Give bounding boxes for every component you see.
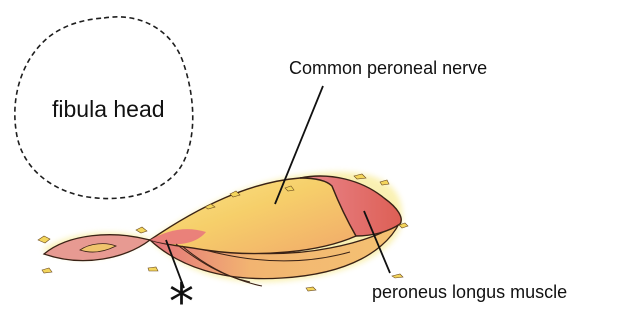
peroneus-longus-muscle-label: peroneus longus muscle: [372, 283, 567, 301]
asterisk-marker: *: [169, 277, 194, 327]
fibula-head-label: fibula head: [52, 98, 165, 121]
common-peroneal-nerve-label: Common peroneal nerve: [289, 59, 487, 77]
